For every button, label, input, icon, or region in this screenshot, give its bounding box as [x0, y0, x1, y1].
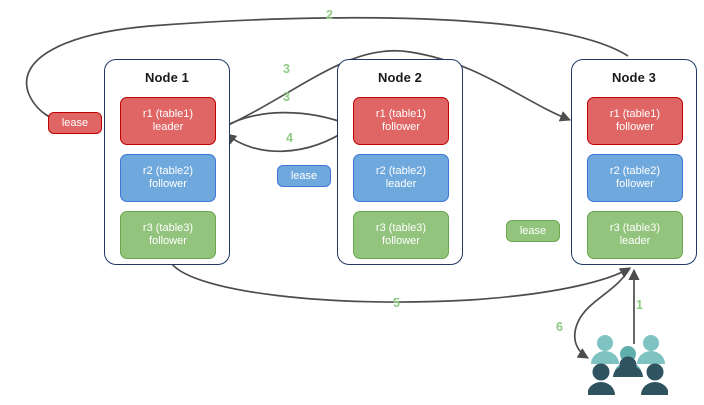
step-label-5: 5 [393, 296, 400, 310]
node-title-node1: Node 1 [145, 70, 189, 85]
replica-node2-r3-name: r3 (table3) [375, 221, 427, 234]
replica-node3-r2-role: follower [616, 178, 654, 190]
replica-node2-r1: r1 (table1) follower [353, 97, 449, 145]
node-title-node2: Node 2 [378, 70, 422, 85]
lease-chip-r1: lease [48, 112, 102, 134]
replica-node3-r3-role: leader [619, 235, 651, 247]
step-label-3b: 3 [283, 90, 290, 104]
replica-node2-r2-name: r2 (table2) [375, 164, 427, 177]
step-label-2: 2 [326, 8, 333, 22]
replica-node2-r1-role: follower [382, 121, 420, 133]
replica-node1-r1-name: r1 (table1) [142, 107, 194, 120]
node-title-node3: Node 3 [612, 70, 656, 85]
replica-node1-r2-name: r2 (table2) [142, 164, 194, 177]
lease-chip-r3: lease [506, 220, 560, 242]
replica-node1-r2: r2 (table2) follower [120, 154, 216, 202]
replica-node1-r3-name: r3 (table3) [142, 221, 194, 234]
replica-node3-r3: r3 (table3) leader [587, 211, 683, 259]
step-label-3a: 3 [283, 62, 290, 76]
lease-chip-r2-label: lease [290, 170, 318, 182]
replica-node2-r3: r3 (table3) follower [353, 211, 449, 259]
replica-node3-r1-role: follower [616, 121, 654, 133]
replica-node1-r3: r3 (table3) follower [120, 211, 216, 259]
node-box-node2: Node 2 r1 (table1) follower r2 (table2) … [337, 59, 463, 265]
step-label-6: 6 [556, 320, 563, 334]
replica-node2-r3-role: follower [382, 235, 420, 247]
replica-node2-r1-name: r1 (table1) [375, 107, 427, 120]
replica-node3-r1-name: r1 (table1) [609, 107, 661, 120]
replica-node2-r2-role: leader [385, 178, 417, 190]
replica-node2-r2: r2 (table2) leader [353, 154, 449, 202]
node-box-node3: Node 3 r1 (table1) follower r2 (table2) … [571, 59, 697, 265]
step-label-1: 1 [636, 298, 643, 312]
replica-node1-r2-role: follower [149, 178, 187, 190]
replica-node3-r3-name: r3 (table3) [609, 221, 661, 234]
step-label-4: 4 [286, 131, 293, 145]
lease-chip-r2: lease [277, 165, 331, 187]
people-group-icon [588, 335, 668, 395]
replica-node1-r3-role: follower [149, 235, 187, 247]
arrow-step-5 [171, 263, 631, 303]
lease-chip-r3-label: lease [519, 225, 547, 237]
replica-node1-r1: r1 (table1) leader [120, 97, 216, 145]
replica-node3-r1: r1 (table1) follower [587, 97, 683, 145]
replica-node3-r2-name: r2 (table2) [609, 164, 661, 177]
replica-node1-r1-role: leader [152, 121, 184, 133]
node-box-node1: Node 1 r1 (table1) leader r2 (table2) fo… [104, 59, 230, 265]
lease-chip-r1-label: lease [61, 117, 89, 129]
arrow-step-3-node2 [221, 111, 352, 129]
replica-node3-r2: r2 (table2) follower [587, 154, 683, 202]
